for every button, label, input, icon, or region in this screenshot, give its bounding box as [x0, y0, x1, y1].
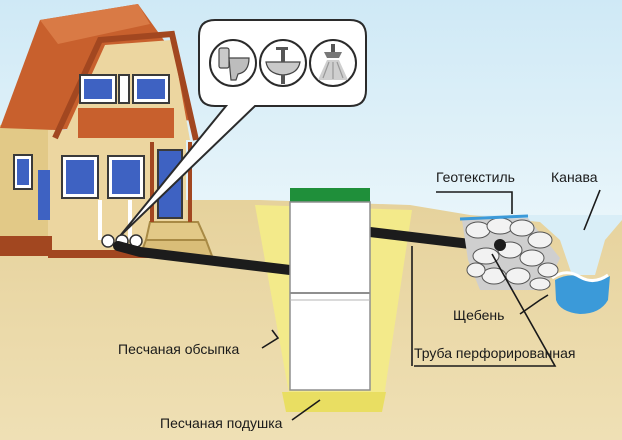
inlet-pipe — [113, 241, 295, 275]
house — [0, 4, 214, 258]
toilet-icon — [209, 39, 257, 87]
pointer-perforated-pipe — [414, 253, 557, 367]
fixtures-bubble — [119, 19, 367, 237]
pointer-lines — [261, 189, 601, 421]
pointer-sand-cushion — [291, 399, 321, 421]
label-sand-backfill: Песчаная обсыпка — [118, 341, 239, 357]
gravel-bed — [459, 214, 560, 291]
label-sand-cushion: Песчаная подушка — [160, 415, 283, 431]
pointer-sand-backfill — [261, 329, 280, 349]
pointer-geotextile — [436, 191, 513, 214]
sand-cushion-layer — [282, 392, 386, 412]
label-perforated-pipe: Труба перфорированная — [414, 345, 575, 361]
ditch-wave — [551, 271, 609, 282]
pointer-ditch — [583, 189, 601, 231]
septic-tank — [289, 188, 371, 391]
pointer-gravel — [519, 294, 549, 315]
label-ditch: Канава — [551, 169, 598, 185]
ditch-water — [555, 275, 610, 314]
shower-icon — [309, 39, 357, 87]
label-geotextile: Геотекстиль — [436, 169, 515, 185]
sink-icon — [259, 39, 307, 87]
label-gravel: Щебень — [453, 307, 504, 323]
